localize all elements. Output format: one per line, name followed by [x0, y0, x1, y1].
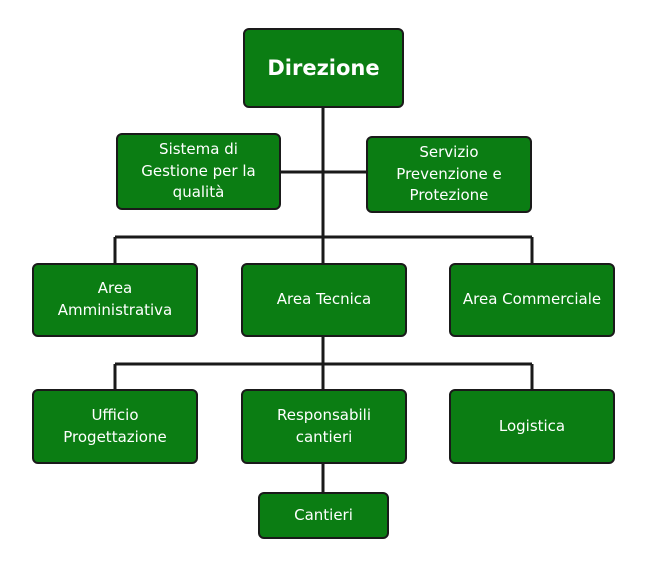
node-area-commerciale-label: Area Commerciale	[462, 290, 602, 309]
node-area-tecnica-label: Area Tecnica	[276, 290, 372, 309]
node-logistica: Logistica	[449, 389, 615, 464]
node-sistema-gestione-qualita: Sistema di Gestione per la qualità	[116, 133, 281, 210]
node-area-tecnica: Area Tecnica	[241, 263, 407, 337]
node-servizio-prevenzione-label: Servizio Prevenzione e Protezione	[396, 142, 502, 205]
node-direzione: Direzione	[243, 28, 404, 108]
node-ufficio-progettazione: Ufficio Progettazione	[32, 389, 198, 464]
node-area-commerciale: Area Commerciale	[449, 263, 615, 337]
node-ufficio-progettazione-label: Ufficio Progettazione	[63, 405, 167, 446]
node-responsabili-cantieri-label: Responsabili cantieri	[276, 405, 372, 446]
node-responsabili-cantieri: Responsabili cantieri	[241, 389, 407, 464]
node-logistica-label: Logistica	[498, 416, 566, 435]
node-sistema-gestione-qualita-label: Sistema di Gestione per la qualità	[141, 139, 256, 202]
node-area-amministrativa: Area Amministrativa	[32, 263, 198, 337]
node-cantieri: Cantieri	[258, 492, 389, 539]
node-direzione-label: Direzione	[267, 55, 380, 80]
node-servizio-prevenzione: Servizio Prevenzione e Protezione	[366, 136, 532, 213]
node-cantieri-label: Cantieri	[294, 505, 353, 524]
node-area-amministrativa-label: Area Amministrativa	[57, 279, 173, 319]
